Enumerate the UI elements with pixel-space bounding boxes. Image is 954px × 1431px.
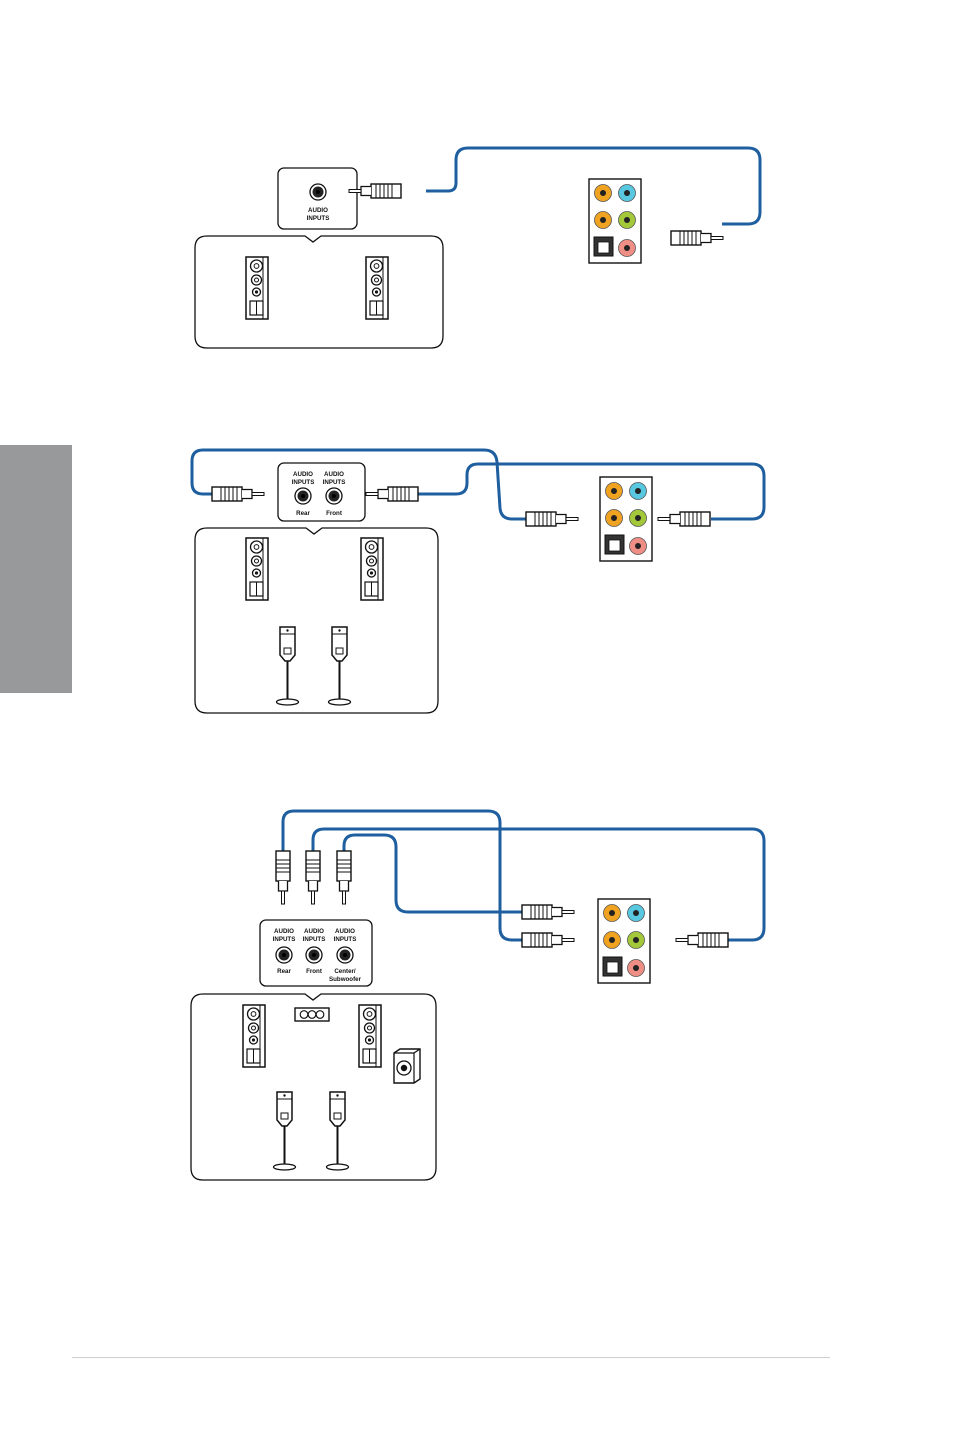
center-speaker-icon [294, 1007, 330, 1022]
jack-label-line1: AUDIO [304, 928, 324, 935]
jack-name-front: Front [306, 968, 322, 975]
jack-name-center: Center/ [334, 968, 356, 975]
audio-plug-icon [275, 850, 291, 905]
floor-speaker-icon [358, 1004, 382, 1068]
diagram-4-channel: AUDIO INPUTS Rear AUDIO INPUTS Front [190, 448, 766, 714]
footer-rule [72, 1357, 830, 1358]
jack-label-line1: AUDIO [293, 471, 313, 478]
audio-plug-icon [211, 486, 265, 502]
audio-jack-icon [305, 946, 323, 964]
subwoofer-icon [393, 1048, 421, 1084]
audio-plug-icon [657, 511, 711, 527]
audio-plug-icon [521, 932, 575, 948]
floor-speaker-icon [360, 537, 384, 601]
floor-speaker-icon [365, 256, 389, 320]
jack-label-line2: INPUTS [292, 479, 315, 486]
jack-label-line2: INPUTS [303, 936, 326, 943]
speaker-group-box [194, 527, 439, 714]
rear-io-audio-panel [597, 898, 651, 984]
audio-jack-icon [336, 946, 354, 964]
jack-label-line2: INPUTS [273, 936, 296, 943]
speaker-group-box [190, 993, 437, 1181]
jack-label-line1: AUDIO [324, 471, 344, 478]
audio-cable [426, 146, 762, 226]
audio-plug-icon [305, 850, 321, 905]
diagram-2-channel: AUDIO INPUTS [194, 146, 762, 349]
speaker-group-box [194, 235, 444, 349]
jack-label-line2: INPUTS [323, 479, 346, 486]
audio-cable [281, 809, 524, 942]
audio-cable [342, 833, 524, 914]
floor-speaker-icon [242, 1004, 266, 1068]
jack-name-front: Front [326, 510, 342, 517]
audio-jack-icon [275, 946, 293, 964]
audio-cable [418, 462, 766, 521]
audio-plug-icon [365, 486, 419, 502]
audio-plug-icon [525, 511, 579, 527]
audio-input-panel [277, 462, 366, 522]
audio-jack-icon [325, 487, 343, 505]
audio-plug-icon [670, 230, 724, 246]
chapter-side-tab [0, 445, 72, 693]
audio-plug-icon [675, 932, 729, 948]
diagram-6-channel: AUDIO INPUTS Rear AUDIO INPUTS Front AUD… [190, 809, 766, 1181]
jack-label-line2: INPUTS [334, 936, 357, 943]
audio-cable [190, 448, 526, 521]
jack-name-subwoofer: Subwoofer [329, 976, 362, 983]
audio-cable [311, 827, 766, 942]
rear-io-audio-panel [588, 178, 642, 264]
jack-name-rear: Rear [277, 968, 291, 975]
audio-plug-icon [336, 850, 352, 905]
audio-jack-icon [294, 487, 312, 505]
audio-jack-icon [309, 183, 327, 201]
audio-plug-icon [521, 904, 575, 920]
jack-label-line1: AUDIO [274, 928, 294, 935]
jack-label-line2: INPUTS [307, 215, 330, 222]
jack-label-line1: AUDIO [308, 207, 328, 214]
jack-label-line1: AUDIO [335, 928, 355, 935]
jack-name-rear: Rear [296, 510, 310, 517]
rear-io-audio-panel [599, 476, 653, 562]
floor-speaker-icon [245, 537, 269, 601]
floor-speaker-icon [245, 256, 269, 320]
